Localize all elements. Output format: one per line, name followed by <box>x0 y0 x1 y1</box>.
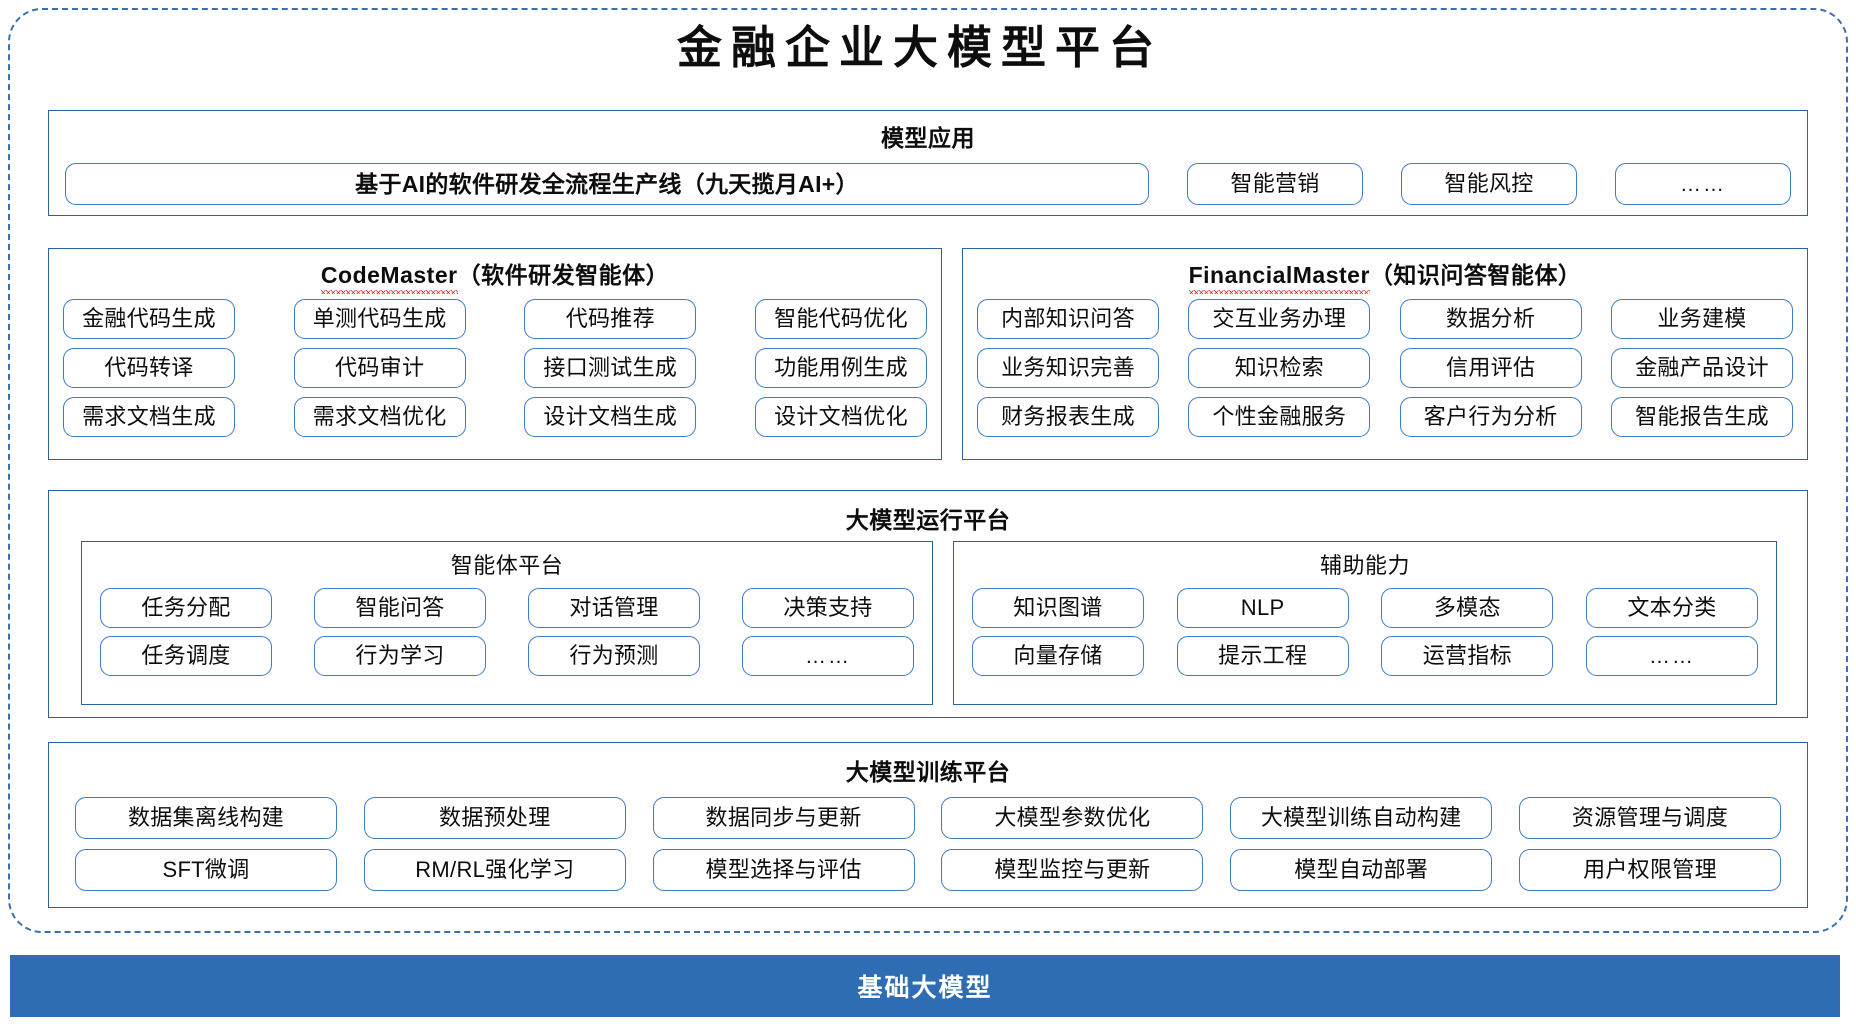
section-codemaster: CodeMaster（软件研发智能体） 金融代码生成 单测代码生成 代码推荐 智… <box>48 248 942 460</box>
section-runtime-platform: 大模型运行平台 智能体平台 任务分配 智能问答 对话管理 决策支持 任务调度 行… <box>48 490 1808 718</box>
section-financialmaster: FinancialMaster（知识问答智能体） 内部知识问答 交互业务办理 数… <box>962 248 1808 460</box>
section-title-training-platform: 大模型训练平台 <box>845 759 1011 785</box>
chip-model-parameter-optimization[interactable]: 大模型参数优化 <box>941 797 1204 839</box>
section-title-runtime-platform: 大模型运行平台 <box>845 507 1011 533</box>
chip-resource-management-and-scheduling[interactable]: 资源管理与调度 <box>1518 797 1781 839</box>
subsection-agent-platform: 智能体平台 任务分配 智能问答 对话管理 决策支持 任务调度 行为学习 行为预测… <box>81 541 933 705</box>
chip-text-classification[interactable]: 文本分类 <box>1585 588 1758 628</box>
codemaster-name: CodeMaster <box>320 262 458 294</box>
subsection-title-agent-platform: 智能体平台 <box>450 553 564 578</box>
chip-multimodal[interactable]: 多模态 <box>1381 588 1554 628</box>
chip-smart-risk-control[interactable]: 智能风控 <box>1401 163 1577 205</box>
chip-credit-assessment[interactable]: 信用评估 <box>1399 348 1582 388</box>
chip-sft-finetuning[interactable]: SFT微调 <box>75 849 337 891</box>
codemaster-suffix: （软件研发智能体） <box>457 262 670 288</box>
chip-behavior-learning[interactable]: 行为学习 <box>314 636 486 676</box>
chip-interface-test-generation[interactable]: 接口测试生成 <box>524 348 697 388</box>
section-title-codemaster: CodeMaster（软件研发智能体） <box>49 256 941 294</box>
chip-data-analysis[interactable]: 数据分析 <box>1399 299 1582 339</box>
financialmaster-row-1: 内部知识问答 交互业务办理 数据分析 业务建模 <box>977 299 1793 339</box>
chip-data-preprocessing[interactable]: 数据预处理 <box>363 797 626 839</box>
chip-knowledge-graph[interactable]: 知识图谱 <box>972 588 1144 628</box>
chip-task-scheduling[interactable]: 任务调度 <box>100 636 272 676</box>
chip-operation-metrics[interactable]: 运营指标 <box>1381 636 1554 676</box>
chip-unit-test-code-generation[interactable]: 单测代码生成 <box>293 299 466 339</box>
section-training-platform: 大模型训练平台 数据集离线构建 数据预处理 数据同步与更新 大模型参数优化 大模… <box>48 742 1808 908</box>
chip-business-knowledge-improvement[interactable]: 业务知识完善 <box>977 348 1159 388</box>
chip-requirement-doc-optimization[interactable]: 需求文档优化 <box>293 397 466 437</box>
model-applications-row: 基于AI的软件研发全流程生产线（九天揽月AI+） 智能营销 智能风控 …… <box>65 163 1791 205</box>
codemaster-row-3: 需求文档生成 需求文档优化 设计文档生成 设计文档优化 <box>63 397 927 437</box>
chip-customer-behavior-analysis[interactable]: 客户行为分析 <box>1399 397 1582 437</box>
chip-code-audit[interactable]: 代码审计 <box>293 348 466 388</box>
base-model-bar: 基础大模型 <box>10 955 1840 1017</box>
chip-functional-case-generation[interactable]: 功能用例生成 <box>754 348 927 388</box>
chip-knowledge-retrieval[interactable]: 知识检索 <box>1188 348 1371 388</box>
chip-interactive-business-handling[interactable]: 交互业务办理 <box>1188 299 1371 339</box>
base-model-label: 基础大模型 <box>857 974 993 1002</box>
chip-financial-product-design[interactable]: 金融产品设计 <box>1610 348 1793 388</box>
section-model-applications: 模型应用 基于AI的软件研发全流程生产线（九天揽月AI+） 智能营销 智能风控 … <box>48 110 1808 216</box>
chip-task-assignment[interactable]: 任务分配 <box>100 588 272 628</box>
subsection-auxiliary-capabilities: 辅助能力 知识图谱 NLP 多模态 文本分类 向量存储 提示工程 运营指标 …… <box>953 541 1777 705</box>
chip-more-aux[interactable]: …… <box>1585 636 1758 676</box>
training-row-1: 数据集离线构建 数据预处理 数据同步与更新 大模型参数优化 大模型训练自动构建 … <box>75 797 1781 839</box>
agent-platform-row-2: 任务调度 行为学习 行为预测 …… <box>100 636 914 676</box>
chip-user-permission-management[interactable]: 用户权限管理 <box>1518 849 1781 891</box>
chip-model-auto-deployment[interactable]: 模型自动部署 <box>1230 849 1493 891</box>
chip-model-monitoring-and-update[interactable]: 模型监控与更新 <box>941 849 1204 891</box>
chip-smart-qa[interactable]: 智能问答 <box>314 588 486 628</box>
chip-finance-code-generation[interactable]: 金融代码生成 <box>63 299 235 339</box>
chip-nlp[interactable]: NLP <box>1176 588 1349 628</box>
chip-internal-knowledge-qa[interactable]: 内部知识问答 <box>977 299 1159 339</box>
chip-personalized-financial-service[interactable]: 个性金融服务 <box>1188 397 1371 437</box>
financialmaster-row-3: 财务报表生成 个性金融服务 客户行为分析 智能报告生成 <box>977 397 1793 437</box>
codemaster-row-2: 代码转译 代码审计 接口测试生成 功能用例生成 <box>63 348 927 388</box>
chip-financial-report-generation[interactable]: 财务报表生成 <box>977 397 1159 437</box>
chip-prompt-engineering[interactable]: 提示工程 <box>1176 636 1349 676</box>
agent-platform-row-1: 任务分配 智能问答 对话管理 决策支持 <box>100 588 914 628</box>
chip-vector-storage[interactable]: 向量存储 <box>972 636 1144 676</box>
chip-design-doc-generation[interactable]: 设计文档生成 <box>524 397 697 437</box>
chip-dialog-management[interactable]: 对话管理 <box>528 588 700 628</box>
financialmaster-row-2: 业务知识完善 知识检索 信用评估 金融产品设计 <box>977 348 1793 388</box>
training-row-2: SFT微调 RM/RL强化学习 模型选择与评估 模型监控与更新 模型自动部署 用… <box>75 849 1781 891</box>
chip-decision-support[interactable]: 决策支持 <box>742 588 914 628</box>
chip-training-auto-construction[interactable]: 大模型训练自动构建 <box>1230 797 1493 839</box>
financialmaster-name: FinancialMaster <box>1188 262 1371 294</box>
chip-business-modeling[interactable]: 业务建模 <box>1610 299 1793 339</box>
chip-more-applications[interactable]: …… <box>1615 163 1791 205</box>
section-title-model-applications: 模型应用 <box>881 125 975 151</box>
section-title-financialmaster: FinancialMaster（知识问答智能体） <box>963 256 1807 294</box>
chip-code-translation[interactable]: 代码转译 <box>63 348 235 388</box>
chip-smart-code-optimization[interactable]: 智能代码优化 <box>754 299 927 339</box>
chip-behavior-prediction[interactable]: 行为预测 <box>528 636 700 676</box>
chip-more-agent-platform[interactable]: …… <box>742 636 914 676</box>
chip-dataset-offline-construction[interactable]: 数据集离线构建 <box>75 797 337 839</box>
chip-rm-rl-reinforcement-learning[interactable]: RM/RL强化学习 <box>363 849 626 891</box>
page-title: 金融企业大模型平台 <box>676 21 1163 74</box>
chip-ai-pipeline[interactable]: 基于AI的软件研发全流程生产线（九天揽月AI+） <box>65 163 1149 205</box>
aux-row-1: 知识图谱 NLP 多模态 文本分类 <box>972 588 1758 628</box>
chip-code-recommendation[interactable]: 代码推荐 <box>524 299 697 339</box>
chip-requirement-doc-generation[interactable]: 需求文档生成 <box>63 397 235 437</box>
chip-smart-marketing[interactable]: 智能营销 <box>1187 163 1363 205</box>
financialmaster-suffix: （知识问答智能体） <box>1369 262 1582 288</box>
chip-design-doc-optimization[interactable]: 设计文档优化 <box>754 397 927 437</box>
codemaster-row-1: 金融代码生成 单测代码生成 代码推荐 智能代码优化 <box>63 299 927 339</box>
aux-row-2: 向量存储 提示工程 运营指标 …… <box>972 636 1758 676</box>
chip-model-selection-and-evaluation[interactable]: 模型选择与评估 <box>652 849 915 891</box>
chip-smart-report-generation[interactable]: 智能报告生成 <box>1610 397 1793 437</box>
subsection-title-auxiliary-capabilities: 辅助能力 <box>1319 553 1410 578</box>
chip-data-sync-and-update[interactable]: 数据同步与更新 <box>652 797 915 839</box>
